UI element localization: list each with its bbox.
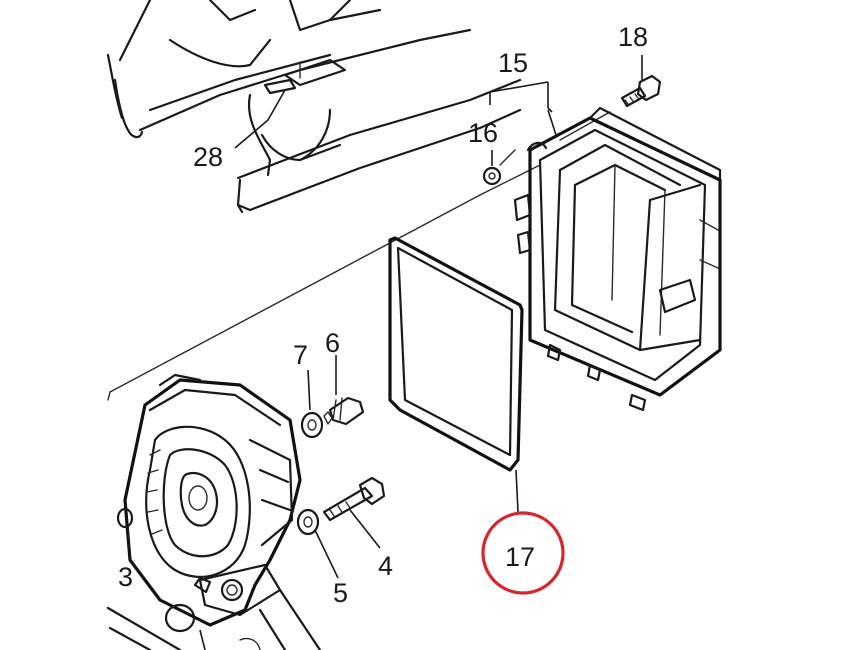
washer-7	[300, 369, 324, 439]
frame-bracket-assembly	[106, 0, 522, 214]
oring-bottom	[164, 603, 206, 650]
callout-5: 5	[333, 578, 348, 608]
callout-17: 17	[505, 542, 535, 572]
callout-18: 18	[618, 22, 648, 52]
washer-5	[296, 508, 339, 579]
gasket-17	[388, 236, 524, 513]
callout-4: 4	[378, 551, 393, 581]
callout-3: 3	[118, 562, 133, 592]
grommet-16	[482, 150, 502, 186]
bolt-4	[322, 476, 386, 549]
bolt-18	[620, 55, 662, 108]
callout-28: 28	[193, 142, 223, 172]
callout-7: 7	[293, 340, 308, 370]
oring-3	[116, 507, 134, 559]
highlight-circle	[481, 511, 565, 595]
valve-cover	[489, 81, 722, 412]
leader-28	[234, 89, 286, 149]
centre-lines	[107, 111, 611, 401]
callout-16: 16	[468, 118, 498, 148]
callout-6: 6	[325, 328, 340, 358]
engine-housing	[106, 373, 322, 650]
bolt-6	[323, 355, 365, 426]
highlight-callout-17: 17	[481, 511, 565, 595]
callout-15: 15	[498, 48, 528, 78]
partial-callout-bottom	[239, 637, 261, 650]
